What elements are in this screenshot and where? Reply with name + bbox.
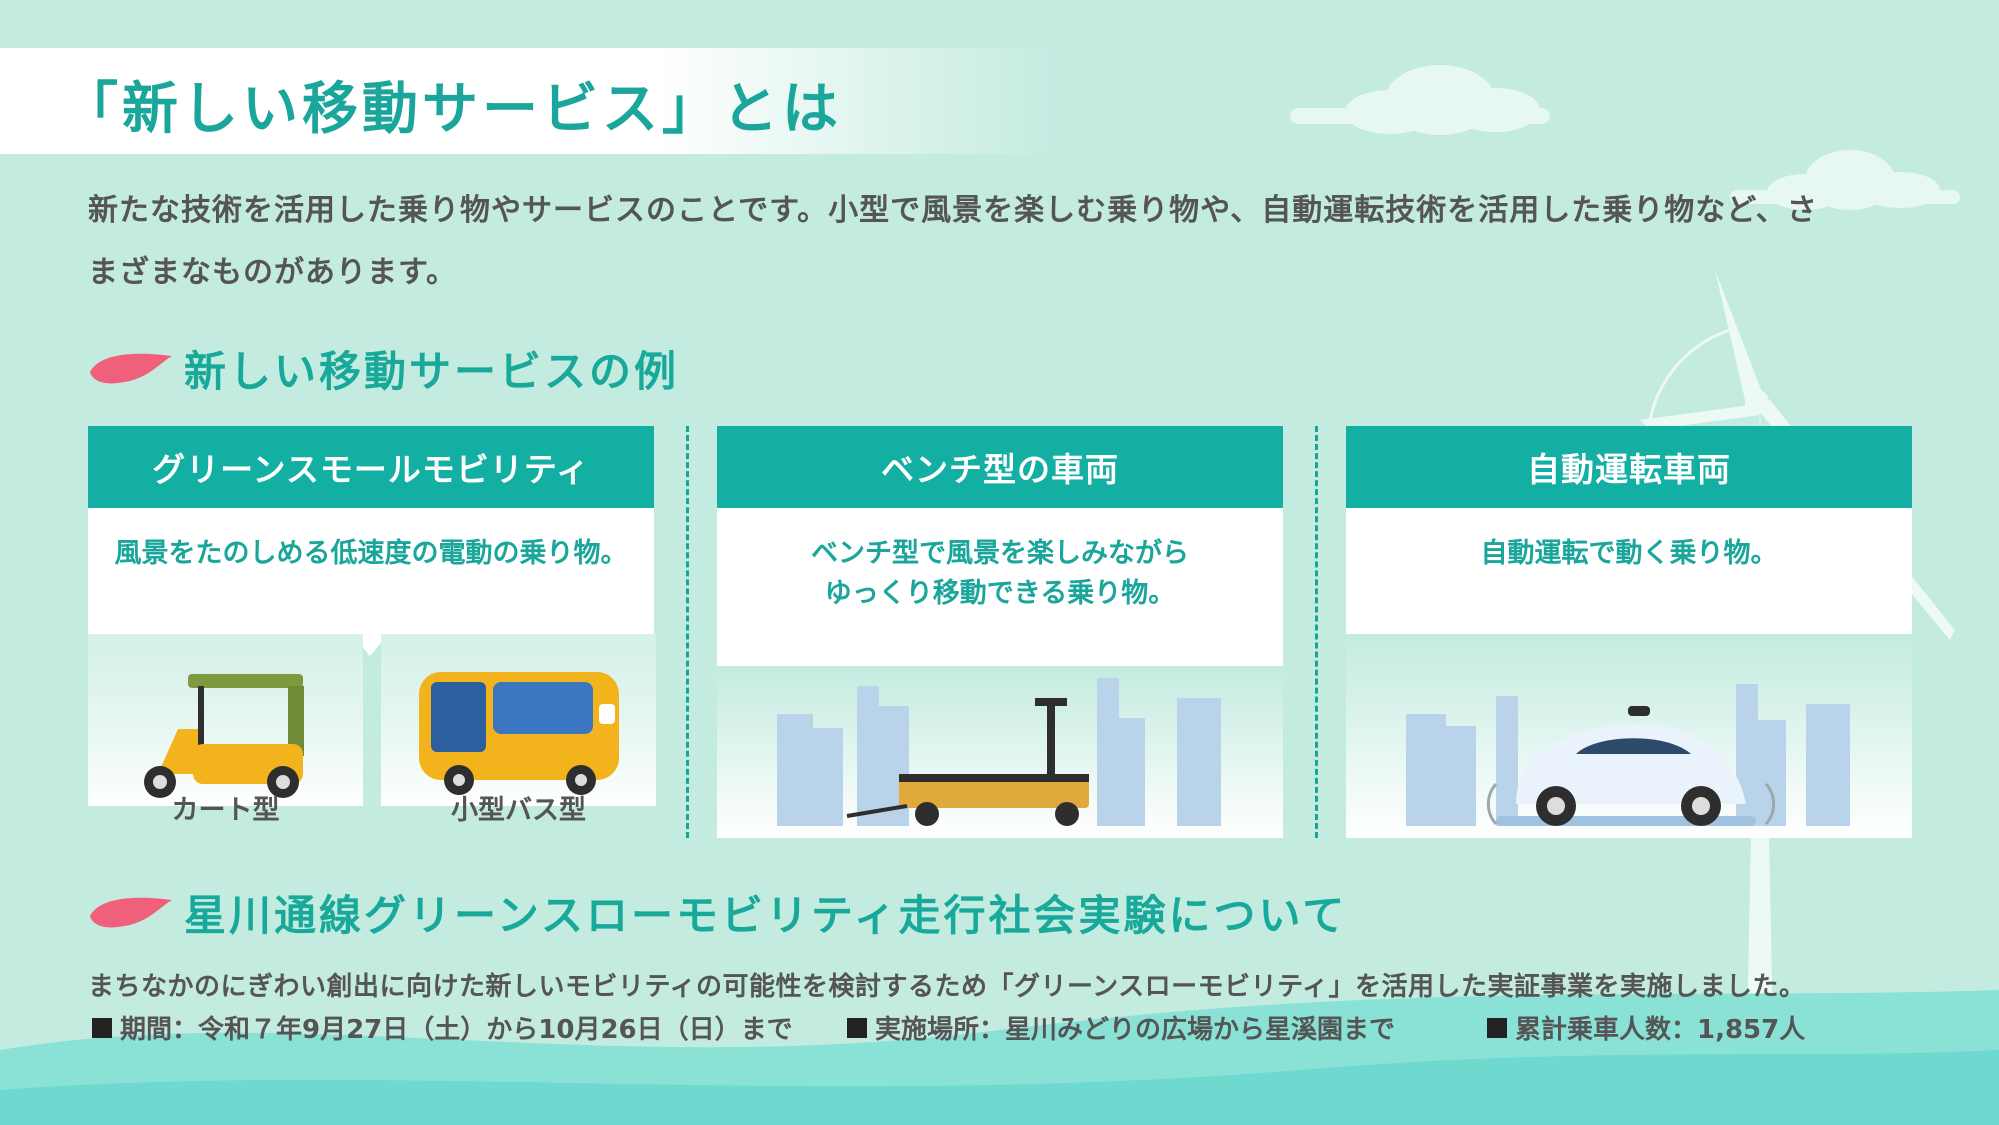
- card-description-line: ベンチ型で風景を楽しみながら: [811, 538, 1189, 569]
- card-description-line: ゆっくり移動できる乗り物。: [824, 578, 1176, 609]
- intro-text: 新たな技術を活用した乗り物やサービスのことです。小型で風景を楽しむ乗り物や、自動…: [88, 193, 1818, 290]
- bullet-square-icon: [1487, 1017, 1507, 1038]
- bullet-square-icon: [92, 1017, 112, 1038]
- card-green-small-mobility: グリーンスモールモビリティ 風景をたのしめる低速度の電動の乗り物。: [88, 426, 656, 838]
- fact-text: 期間：令和７年9月27日（土）から10月26日（日）まで: [120, 1015, 793, 1045]
- card-title: ベンチ型の車両: [717, 426, 1283, 508]
- sub-caption-cart: カート型: [171, 795, 280, 826]
- section-heading-experiment: 星川通線グリーンスローモビリティ走行社会実験について: [88, 882, 1347, 942]
- fact-text: 実施場所：星川みどりの広場から星溪園まで: [875, 1015, 1396, 1045]
- cloud-icon-2: [1730, 150, 1960, 210]
- city-skyline-icon: [1406, 684, 1850, 826]
- fact-location: 実施場所：星川みどりの広場から星溪園まで: [847, 1009, 1395, 1046]
- card-self-driving: 自動運転車両 自動運転で動く乗り物。: [1346, 426, 1912, 838]
- sub-caption-bus: 小型バス型: [451, 795, 586, 826]
- title-band: [0, 48, 1060, 154]
- card-description: ベンチ型で風景を楽しみながら ゆっくり移動できる乗り物。: [717, 508, 1283, 666]
- card-bench-vehicle: ベンチ型の車両 ベンチ型で風景を楽しみながら ゆっくり移動できる乗り物。: [717, 426, 1283, 838]
- self-driving-car-icon: [1346, 634, 1912, 838]
- fact-text: 累計乗車人数：1,857人: [1515, 1015, 1806, 1045]
- fact-period: 期間：令和７年9月27日（土）から10月26日（日）まで: [92, 1009, 793, 1046]
- section-heading-text: 新しい移動サービスの例: [184, 346, 680, 396]
- bench-vehicle-icon: [717, 666, 1283, 838]
- mini-bus-icon: [381, 634, 656, 806]
- dashed-divider: [1315, 426, 1318, 838]
- city-skyline-icon: [777, 678, 1221, 826]
- brush-stroke-icon: [90, 897, 172, 928]
- fact-riders: 累計乗車人数：1,857人: [1487, 1009, 1805, 1046]
- page-title: 「新しい移動サービス」とは: [62, 77, 842, 142]
- card-title: 自動運転車両: [1346, 426, 1912, 508]
- card-description-line: 自動運転で動く乗り物。: [1480, 538, 1778, 569]
- dashed-divider: [686, 426, 689, 838]
- bullet-square-icon: [847, 1017, 867, 1038]
- brush-stroke-icon: [90, 353, 172, 384]
- card-title: グリーンスモールモビリティ: [88, 426, 654, 508]
- wave-shape-2: [0, 1050, 1999, 1125]
- card-description-line: 風景をたのしめる低速度の電動の乗り物。: [114, 538, 628, 569]
- section-heading-examples: 新しい移動サービスの例: [88, 338, 679, 398]
- card-description: 風景をたのしめる低速度の電動の乗り物。: [88, 508, 654, 634]
- card-description: 自動運転で動く乗り物。: [1346, 508, 1912, 634]
- cloud-icon: [1290, 65, 1550, 135]
- experiment-description: まちなかのにぎわい創出に向けた新しいモビリティの可能性を検討するため「グリーンス…: [88, 972, 1806, 1002]
- tuk-tuk-cart-icon: [88, 634, 363, 806]
- section-heading-text: 星川通線グリーンスローモビリティ走行社会実験について: [184, 890, 1348, 940]
